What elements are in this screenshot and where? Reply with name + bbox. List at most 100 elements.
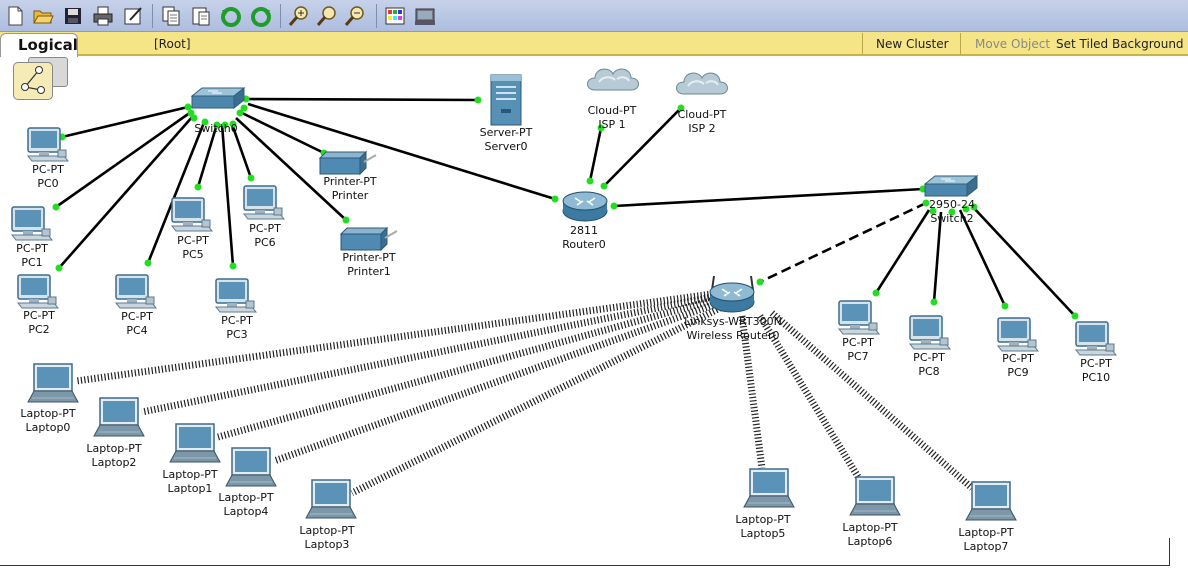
switch0-icon[interactable] (191, 87, 245, 109)
switch2-icon[interactable] (924, 175, 978, 197)
link-switch2-pc7[interactable] (874, 209, 931, 294)
link-switch0-pc0[interactable] (61, 105, 189, 139)
cloud-isp2-icon[interactable] (675, 72, 729, 95)
zoom-reset-icon[interactable] (316, 5, 338, 27)
link-switch2-pc8[interactable] (932, 211, 943, 303)
set-tiled-background-button[interactable]: Set Tiled Background (1056, 37, 1184, 51)
printer-icon[interactable] (319, 151, 377, 175)
main-toolbar (0, 0, 1188, 32)
printer1-icon[interactable] (340, 227, 398, 251)
link-switch0-printer1[interactable] (235, 117, 347, 221)
new-cluster-button[interactable]: New Cluster (876, 37, 949, 51)
link-switch2-pc9[interactable] (958, 209, 1007, 307)
pc6-icon[interactable] (243, 185, 285, 220)
zoom-out-icon[interactable] (344, 5, 366, 27)
server0-icon[interactable] (490, 74, 522, 126)
laptop5-icon[interactable] (743, 468, 795, 508)
link-isp2-router0[interactable] (603, 107, 682, 187)
wireless-link-laptop4[interactable] (272, 300, 718, 465)
link-switch0-pc3[interactable] (220, 123, 235, 267)
wireless-link-laptop0[interactable] (75, 290, 713, 385)
link-switch0-printer[interactable] (239, 110, 325, 155)
print-icon[interactable] (92, 5, 114, 27)
link-switch0-router0[interactable] (247, 102, 556, 201)
paste-icon[interactable] (190, 5, 212, 27)
move-object-button[interactable]: Move Object (975, 37, 1051, 51)
link-switch0-pc5[interactable] (196, 123, 219, 188)
wireless-router0-icon[interactable] (709, 275, 755, 313)
laptop0-icon[interactable] (27, 363, 79, 403)
link-switch0-pc1[interactable] (55, 110, 192, 209)
laptop7-icon[interactable] (965, 481, 1017, 521)
nav-separator (862, 33, 863, 54)
wireless-link-laptop6[interactable] (757, 314, 863, 482)
logical-view-icon[interactable] (13, 62, 53, 100)
save-icon[interactable] (62, 5, 84, 27)
laptop3-icon[interactable] (305, 479, 357, 519)
link-switch0-pc6[interactable] (230, 123, 253, 179)
router0-icon[interactable] (562, 191, 608, 222)
ethernet-links (55, 97, 1076, 317)
root-breadcrumb[interactable]: [Root] (154, 37, 191, 51)
link-lights (52, 95, 1079, 320)
custom-device-icon[interactable] (414, 5, 436, 27)
link-switch2-pc10[interactable] (971, 205, 1076, 317)
zoom-in-icon[interactable] (288, 5, 310, 27)
redo-icon[interactable] (250, 5, 272, 27)
link-switch0-server0[interactable] (245, 97, 479, 102)
link-switch0-pc2[interactable] (58, 115, 194, 269)
laptop6-icon[interactable] (849, 476, 901, 516)
wireless-link-laptop1[interactable] (217, 296, 715, 441)
laptop4-icon[interactable] (225, 447, 277, 487)
pc0-icon[interactable] (27, 127, 69, 162)
pc8-icon[interactable] (909, 315, 951, 350)
pc7-icon[interactable] (838, 300, 880, 335)
laptop2-icon[interactable] (93, 397, 145, 437)
topology-canvas (11, 68, 1117, 521)
workspace-bottom-border (0, 565, 1170, 566)
link-switch2-wireless-router0[interactable] (759, 201, 927, 284)
palette-icon[interactable] (384, 5, 406, 27)
open-icon[interactable] (32, 5, 54, 27)
link-switch0-pc4[interactable] (146, 119, 207, 264)
link-isp1-router0[interactable] (588, 127, 603, 182)
undo-icon[interactable] (220, 5, 242, 27)
laptop1-icon[interactable] (169, 423, 221, 463)
wireless-link-laptop3[interactable] (350, 304, 722, 497)
logical-mode-tab[interactable]: Logical (0, 33, 78, 57)
copy-icon[interactable] (160, 5, 182, 27)
pc2-icon[interactable] (17, 274, 59, 309)
pc5-icon[interactable] (171, 197, 213, 232)
pc1-icon[interactable] (11, 206, 53, 241)
pc9-icon[interactable] (997, 317, 1039, 352)
wizard-icon[interactable] (122, 5, 144, 27)
new-icon[interactable] (4, 5, 26, 27)
pc4-icon[interactable] (115, 274, 157, 309)
pc10-icon[interactable] (1075, 321, 1117, 356)
pc3-icon[interactable] (215, 278, 257, 313)
cloud-isp1-icon[interactable] (586, 68, 640, 91)
link-router0-switch2[interactable] (613, 187, 924, 208)
wireless-link-laptop7[interactable] (769, 310, 975, 491)
nav-separator (960, 33, 961, 54)
